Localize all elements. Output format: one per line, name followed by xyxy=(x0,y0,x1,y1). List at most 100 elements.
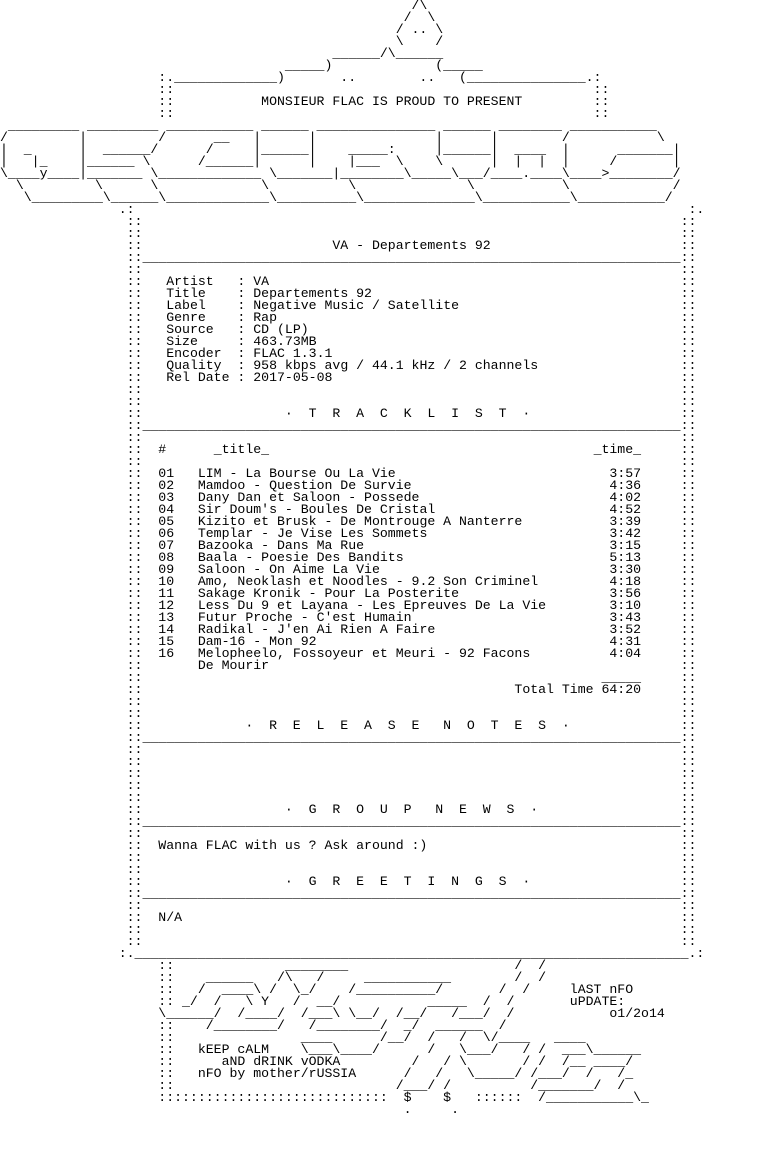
info-label: Genre xyxy=(166,310,206,325)
track-number: 11 xyxy=(158,586,175,601)
info-value: Negative Music / Satellite xyxy=(253,298,460,313)
info-label: Rel Date xyxy=(166,370,230,385)
footer-art-line: :: kEEP cALM \___\____/ / \___/ / / ___\… xyxy=(0,1042,642,1057)
header-art-line: _________ _________ ___________ ______ _… xyxy=(0,118,657,133)
track-number: 16 xyxy=(158,646,175,661)
footer-art-line: :: nFO by mother/rUSSIA / / \_____/ /___… xyxy=(0,1066,634,1081)
total-time-label: Total Time xyxy=(514,682,594,697)
track-title: Baala - Poesie Des Bandits xyxy=(197,550,404,565)
update-date: o1/2o14 xyxy=(609,1006,665,1021)
track-title: Dany Dan et Saloon - Possede xyxy=(197,490,420,505)
footer-art-line: :: / ____\ / \_/ /__________/ / / lAST n… xyxy=(0,982,634,997)
track-title: Kizito et Brusk - De Montrouge A Nanterr… xyxy=(197,514,523,529)
info-value: Rap xyxy=(253,310,278,325)
track-time: 3:42 xyxy=(609,526,642,541)
header-art-line: :._____________) .. .. (_______________.… xyxy=(0,70,602,85)
footer-art-line: . . xyxy=(0,1102,459,1117)
track-number: 06 xyxy=(158,526,175,541)
footer-art-line: :: /___/ / /_______/ / xyxy=(0,1078,626,1093)
nfo-document: /\ / \ / .. \ \ / xyxy=(0,0,705,1117)
header-art-line: :: MONSIEUR FLAC IS PROUD TO PRESENT :: xyxy=(0,94,610,109)
footer-art-line: :: /________/ /________/ _/ ______ / xyxy=(0,1018,507,1033)
track-number: 04 xyxy=(158,502,175,517)
col-time-header: _time_ xyxy=(593,442,642,457)
track-time: 4:31 xyxy=(609,634,642,649)
info-label: Source xyxy=(166,322,214,337)
track-title: Saloon - On Aime La Vie xyxy=(197,562,380,577)
footer-art-line: :: ________ / / xyxy=(0,958,547,973)
track-number: 14 xyxy=(158,622,175,637)
track-title: Amo, Neoklash et Noodles - 9.2 Son Crimi… xyxy=(197,574,539,589)
track-title: Templar - Je Vise Les Sommets xyxy=(197,526,428,541)
track-number: 09 xyxy=(158,562,175,577)
track-title: Less Du 9 et Layana - Les Epreuves De La… xyxy=(197,598,547,613)
nfo-credit: nFO by mother/rUSSIA xyxy=(197,1066,357,1081)
update-label: lAST nFO xyxy=(569,982,634,997)
track-time: 4:36 xyxy=(609,478,642,493)
track-title-cont: De Mourir xyxy=(197,658,270,673)
col-title-header: _title_ xyxy=(213,442,270,457)
info-label: Encoder xyxy=(166,346,222,361)
track-number: 13 xyxy=(158,610,175,625)
track-time: 3:56 xyxy=(609,586,642,601)
footer-art-line: \______/ /____/ /___\ \__/ /__/ /___/ / … xyxy=(0,1006,665,1021)
group-news-heading: · G R O U P N E W S · xyxy=(284,802,539,817)
group-news-text: Wanna FLAC with us ? Ask around :) xyxy=(158,838,428,853)
track-time: 3:10 xyxy=(609,598,642,613)
greetings-heading: · G R E E T I N G S · xyxy=(284,874,531,889)
info-label: Title xyxy=(166,286,206,301)
header-art-line: / .. \ xyxy=(0,22,444,37)
track-title: Futur Proche - C'est Humain xyxy=(197,610,412,625)
track-number: 03 xyxy=(158,490,175,505)
track-time: 4:04 xyxy=(609,646,642,661)
header-art-line: :: :: xyxy=(0,106,610,121)
info-value: 958 kbps avg / 44.1 kHz / 2 channels xyxy=(253,358,539,373)
header-art-line: \ / xyxy=(0,34,444,49)
track-time: 5:13 xyxy=(609,550,642,565)
header-art-line: \_________\______\_____________\________… xyxy=(0,190,673,205)
footer-art-line: :: _/ / \ Y / __/ _____ / / uPDATE: xyxy=(0,994,626,1009)
track-title: Melopheelo, Fossoyeur et Meuri - 92 Faco… xyxy=(197,646,531,661)
header-art-line: :: :: xyxy=(0,82,610,97)
info-label: Quality xyxy=(166,358,222,373)
track-time: 3:15 xyxy=(609,538,642,553)
track-number: 08 xyxy=(158,550,175,565)
motto-line-2: aND dRINK vODKA xyxy=(221,1054,341,1069)
header-art-line: ______/\______ xyxy=(0,46,444,61)
update-label-2: uPDATE: xyxy=(569,994,626,1009)
track-time: 4:02 xyxy=(609,490,642,505)
track-time: 4:18 xyxy=(609,574,642,589)
greetings-text: N/A xyxy=(158,910,183,925)
info-value: VA xyxy=(253,274,270,289)
track-time: 4:52 xyxy=(609,502,642,517)
info-label: Label xyxy=(166,298,206,313)
info-value: FLAC 1.3.1 xyxy=(253,346,333,361)
header-art-line: \ \ \ \ \ \ \ / xyxy=(0,178,681,193)
footer-art-line: :: aND dRINK vODKA / / \ / / /__ ____/ xyxy=(0,1054,634,1069)
release-heading: VA - Departements 92 xyxy=(332,238,491,253)
col-num-header: # xyxy=(158,442,167,457)
track-time: 3:57 xyxy=(609,466,642,481)
info-value: 463.73MB xyxy=(253,334,317,349)
track-number: 07 xyxy=(158,538,175,553)
footer-art-line: :: ____ /__/ / / \/____ ____ xyxy=(0,1030,586,1045)
track-number: 01 xyxy=(158,466,175,481)
info-label: Size xyxy=(166,334,198,349)
info-value: Departements 92 xyxy=(253,286,372,301)
info-value: 2017-05-08 xyxy=(253,370,333,385)
track-title: Sakage Kronik - Pour La Posterite xyxy=(197,586,460,601)
header-art-line: /\ xyxy=(0,0,428,13)
tracklist-heading: · T R A C K L I S T · xyxy=(284,406,531,421)
header-art-line: | |_ |______ \ /______| | |___ \ \ | | |… xyxy=(0,154,681,169)
footer-art-line: :: ______ /\ / ___________ / / xyxy=(0,970,547,985)
total-time-value: 64:20 xyxy=(601,682,642,697)
track-time: 3:30 xyxy=(609,562,642,577)
header-art-line: _____) (_____ xyxy=(0,58,483,73)
track-time: 3:43 xyxy=(609,610,642,625)
track-title: Sir Doum's - Boules De Cristal xyxy=(197,502,436,517)
track-time: 3:52 xyxy=(609,622,642,637)
track-title: Bazooka - Dans Ma Rue xyxy=(197,538,365,553)
track-title: Radikal - J'en Ai Rien A Faire xyxy=(197,622,436,637)
motto-line-1: kEEP cALM xyxy=(197,1042,270,1057)
header-art-line: \____y____|_______ \_____________ \_____… xyxy=(0,166,681,181)
